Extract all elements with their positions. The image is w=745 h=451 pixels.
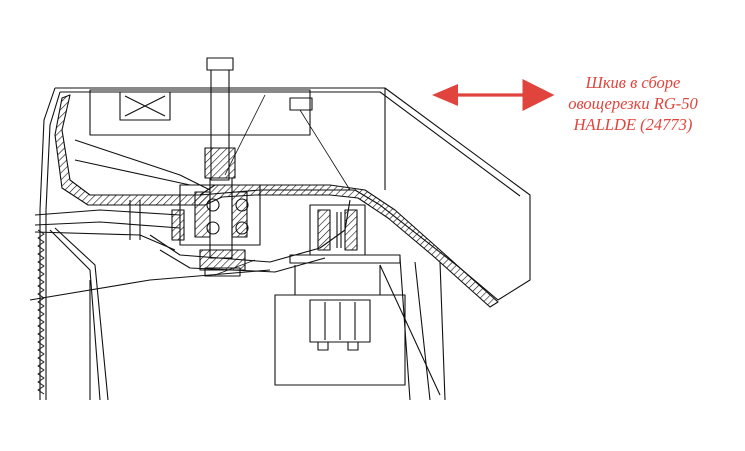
left-wall [29, 139, 271, 401]
caption-line-1: Шкив в сборе [585, 73, 681, 92]
bearing-assembly [171, 184, 261, 246]
leader-lines [214, 94, 351, 276]
annotation-caption: Шкив в сборе овощерезки RG-50 HALLDE (24… [528, 72, 738, 135]
top-cover-hatched [54, 94, 499, 308]
upper-block [89, 89, 313, 136]
caption-line-3: HALLDE (24773) [573, 115, 693, 134]
motor [274, 265, 406, 386]
annotation-arrow [432, 79, 555, 111]
motor-coupling [289, 204, 401, 264]
caption-line-2: овощерезки RG-50 [568, 94, 698, 113]
spring [37, 229, 45, 395]
chute [379, 257, 446, 401]
